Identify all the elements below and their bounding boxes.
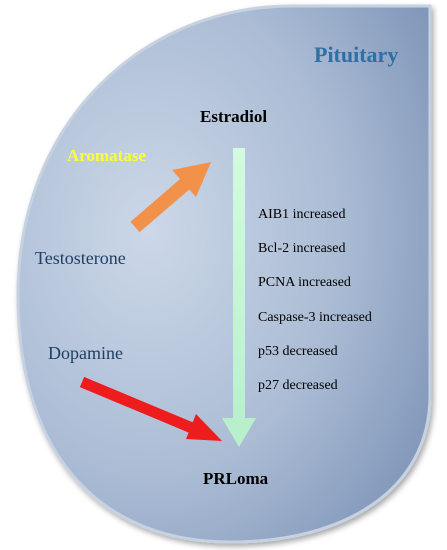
node-testosterone: Testosterone	[35, 248, 126, 268]
node-prloma: PRLoma	[203, 469, 269, 488]
effect-item: Caspase-3 increased	[258, 309, 372, 325]
diagram-title: Pituitary	[314, 42, 399, 67]
node-dopamine: Dopamine	[48, 343, 123, 363]
node-estradiol: Estradiol	[200, 107, 268, 126]
effect-item: p53 decreased	[258, 343, 338, 359]
effect-item: PCNA increased	[258, 275, 351, 291]
effect-item: p27 decreased	[258, 377, 338, 393]
dopamine-arrow	[79, 376, 222, 441]
estradiol-to-prloma-arrow	[222, 148, 256, 447]
effect-item: AIB1 increased	[258, 207, 346, 222]
pituitary-shape	[16, 4, 432, 544]
effects-list: AIB1 increased Bcl-2 increased PCNA incr…	[258, 206, 372, 411]
aromatase-arrow	[130, 162, 211, 233]
label-aromatase: Aromatase	[67, 146, 146, 165]
effect-item: Bcl-2 increased	[258, 241, 346, 257]
